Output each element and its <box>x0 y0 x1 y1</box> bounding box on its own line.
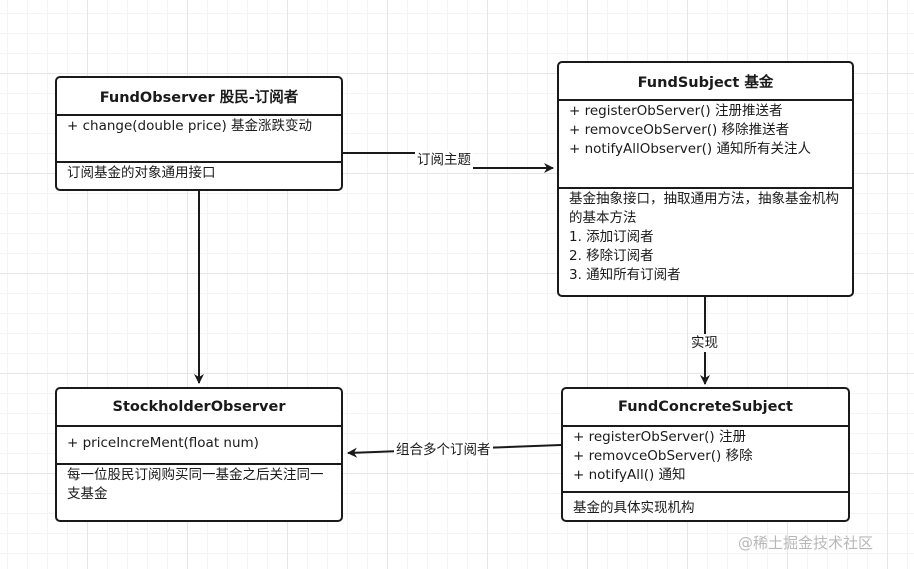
description-line: 基金抽象接口，抽取通用方法，抽象基金机构的基本方法 <box>569 191 839 226</box>
description-line: 每一位股民订阅购买同一基金之后关注同一支基金 <box>67 467 324 502</box>
method-item: + registerObServer() 注册 <box>573 429 746 445</box>
description-line: 2. 移除订阅者 <box>569 248 654 264</box>
stockholder-observer-class: StockholderObserver + priceIncreMent(flo… <box>55 387 343 522</box>
compose-edge-label: 组合多个订阅者 <box>394 441 493 459</box>
description-line: 订阅基金的对象通用接口 <box>67 165 216 181</box>
subscribe-edge-label: 订阅主题 <box>415 151 473 169</box>
method-item: + change(double price) 基金涨跌变动 <box>67 118 313 134</box>
class-title: FundObserver 股民-订阅者 <box>57 78 341 116</box>
method-item: + notifyAllObserver() 通知所有关注人 <box>569 141 811 157</box>
watermark: @稀土掘金技术社区 <box>738 534 874 552</box>
fund-concrete-subject-class: FundConcreteSubject + registerObServer()… <box>561 387 850 522</box>
class-methods: + change(double price) 基金涨跌变动 <box>57 116 341 161</box>
class-methods: + registerObServer() 注册推送者 + removceObSe… <box>559 101 852 187</box>
method-item: + notifyAll() 通知 <box>573 467 686 483</box>
method-item: + registerObServer() 注册推送者 <box>569 103 783 119</box>
method-item: + removceObServer() 移除 <box>573 448 753 464</box>
class-description: 基金的具体实现机构 <box>563 491 848 520</box>
implement-edge-label: 实现 <box>689 334 720 352</box>
class-description: 每一位股民订阅购买同一基金之后关注同一支基金 <box>57 463 341 506</box>
description-line: 3. 通知所有订阅者 <box>569 267 681 283</box>
class-methods: + registerObServer() 注册 + removceObServe… <box>563 427 848 491</box>
class-title: FundSubject 基金 <box>559 63 852 101</box>
class-methods: + priceIncreMent(float num) <box>57 427 341 463</box>
method-item: + removceObServer() 移除推送者 <box>569 122 790 138</box>
description-line: 1. 添加订阅者 <box>569 229 654 245</box>
class-description: 基金抽象接口，抽取通用方法，抽象基金机构的基本方法 1. 添加订阅者 2. 移除… <box>559 187 852 287</box>
class-description: 订阅基金的对象通用接口 <box>57 161 341 185</box>
fund-subject-class: FundSubject 基金 + registerObServer() 注册推送… <box>557 61 854 297</box>
description-line: 基金的具体实现机构 <box>573 500 695 516</box>
method-item: + priceIncreMent(float num) <box>67 435 259 451</box>
fund-observer-class: FundObserver 股民-订阅者 + change(double pric… <box>55 76 343 191</box>
class-title: StockholderObserver <box>57 389 341 427</box>
class-title: FundConcreteSubject <box>563 389 848 427</box>
